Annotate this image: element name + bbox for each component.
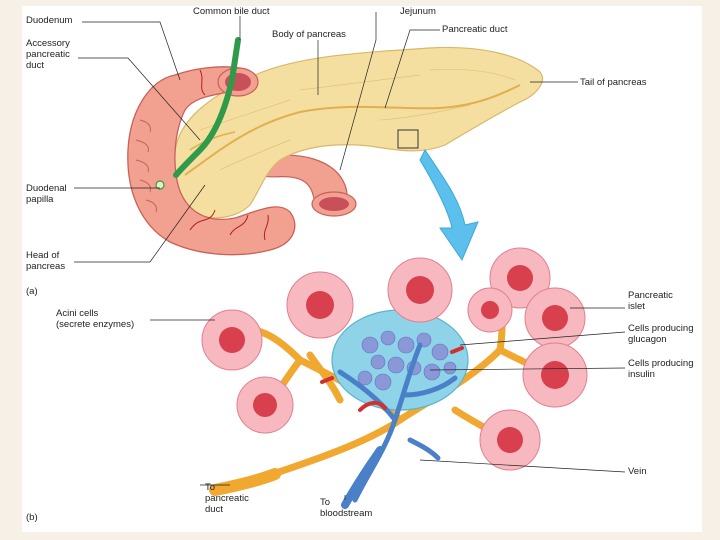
duodenum-folds — [135, 119, 157, 213]
acinus-8 — [479, 409, 541, 471]
pancreas-texture — [199, 68, 516, 171]
acinus-3 — [236, 376, 294, 434]
label-vein: Vein — [628, 466, 647, 477]
main-duct — [209, 468, 281, 496]
label-duodenum: Duodenum — [26, 15, 73, 26]
artery-segments — [320, 346, 464, 412]
acinus-5 — [489, 247, 551, 309]
panel-label-a: (a) — [26, 286, 38, 297]
label-insulin-cells: Cells producing insulin — [628, 358, 694, 380]
main-vein — [341, 446, 384, 509]
acinus-2 — [201, 309, 263, 371]
label-glucagon-cells: Cells producing glucagon — [628, 323, 694, 345]
label-accessory-duct: Accessory pancreatic duct — [26, 38, 70, 71]
pancreatic-duct-line — [184, 84, 521, 176]
duodenal-vessels — [189, 69, 269, 241]
label-pancreatic-duct: Pancreatic duct — [442, 24, 508, 35]
acinus-4 — [387, 257, 453, 323]
label-to-bloodstream: To bloodstream — [320, 497, 373, 519]
panel-label-b: (b) — [26, 512, 38, 523]
acinus-7 — [522, 342, 588, 408]
label-tail-of-pancreas: Tail of pancreas — [580, 77, 647, 88]
label-pancreatic-islet: Pancreatic islet — [628, 290, 673, 312]
acinus-1 — [286, 271, 354, 339]
pancreatic-islet-detail — [201, 247, 588, 509]
zoom-arrow — [419, 149, 479, 262]
acini-clusters — [201, 247, 588, 471]
pancreas-shape — [174, 46, 543, 219]
label-jejunum: Jejunum — [400, 6, 436, 17]
islet-cells — [357, 330, 457, 391]
label-duodenal-papilla: Duodenal papilla — [26, 183, 67, 205]
acinus-6 — [524, 287, 586, 349]
jejunum-lumen — [319, 197, 349, 211]
label-common-bile-duct: Common bile duct — [193, 6, 270, 17]
label-to-pancreatic-duct: To pancreatic duct — [205, 482, 249, 515]
acinus-9 — [467, 287, 513, 333]
duodenal-papilla-dot — [155, 180, 165, 190]
duodenum-shape — [127, 66, 296, 256]
zoom-box — [397, 129, 419, 149]
label-head-of-pancreas: Head of pancreas — [26, 250, 66, 272]
label-body-of-pancreas: Body of pancreas — [272, 29, 346, 40]
pancreas-gross-anatomy — [127, 37, 543, 262]
label-acini-cells: Acini cells (secrete enzymes) — [56, 308, 135, 330]
vein-tree — [337, 342, 458, 503]
leader-lines — [74, 12, 626, 500]
common-bile-duct-line — [173, 37, 241, 178]
